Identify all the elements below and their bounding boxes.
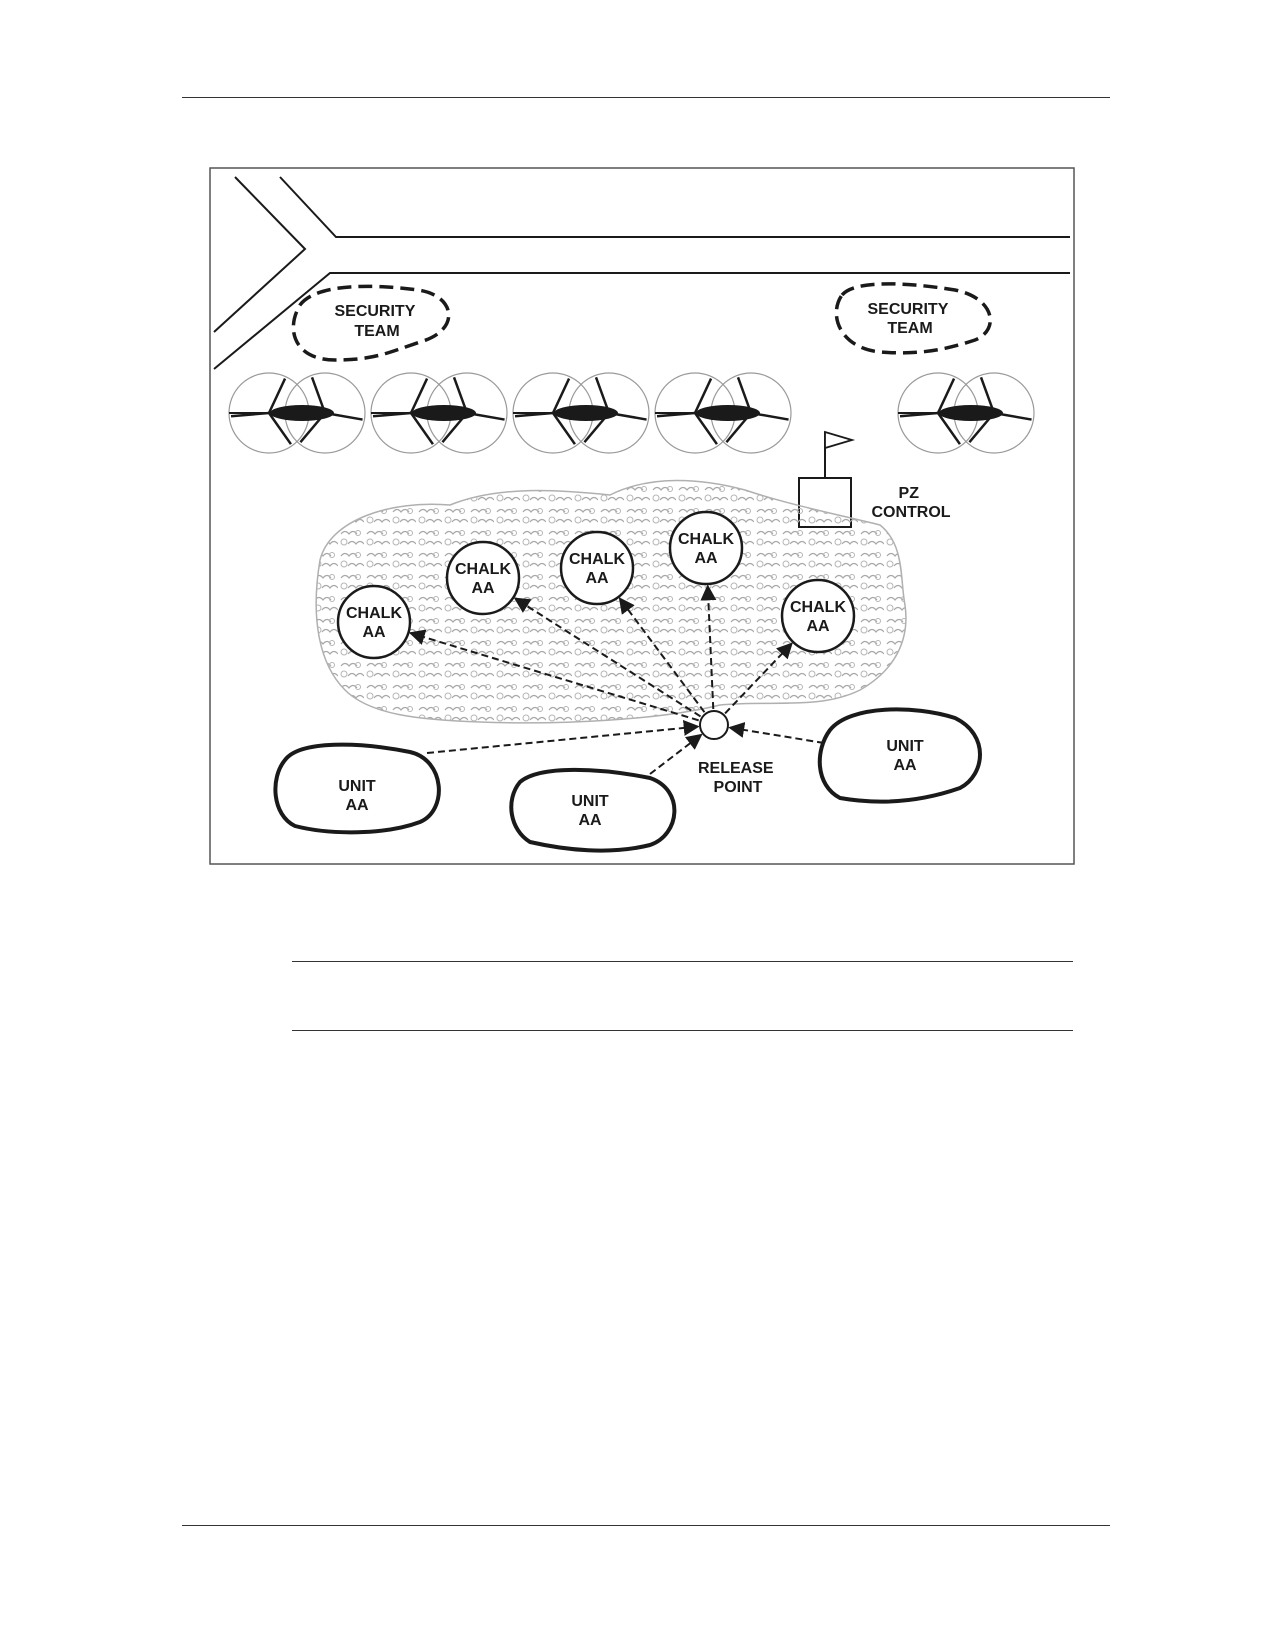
unit-outline — [509, 767, 677, 853]
header-rule — [182, 97, 1110, 98]
unit-outline — [817, 707, 982, 804]
release-to-chalk-arrow — [700, 584, 717, 710]
helicopters — [228, 372, 1035, 454]
fuselage — [554, 405, 618, 421]
movement-arrows — [408, 584, 825, 775]
unit-outline — [273, 742, 441, 835]
chalk-circle — [559, 530, 635, 606]
release-point-icon — [699, 710, 729, 740]
release-to-chalk-arrow — [513, 597, 702, 718]
tandem-rotor-helicopter-icon — [654, 372, 792, 454]
chalk-circle — [780, 578, 856, 654]
tandem-rotor-helicopter-icon — [370, 372, 508, 454]
pz-control-label: PZ CONTROL — [871, 485, 950, 521]
unit-to-release-arrow — [426, 719, 700, 754]
chalk-circle — [336, 584, 412, 660]
release-to-chalk-arrow — [408, 629, 699, 722]
release-to-chalk-arrow — [618, 597, 706, 713]
fuselage — [939, 405, 1003, 421]
security-team-left-outline — [291, 284, 451, 362]
fuselage — [412, 405, 476, 421]
fuselage — [270, 405, 334, 421]
fuselage — [696, 405, 760, 421]
tandem-rotor-helicopter-icon — [512, 372, 650, 454]
road — [213, 176, 1070, 370]
release-to-chalk-arrow — [724, 642, 793, 715]
chalk-circle — [445, 540, 521, 616]
chalk-circle — [668, 510, 744, 586]
unit-to-release-arrow — [728, 722, 825, 744]
footer-rule — [182, 1525, 1110, 1526]
caption-rule-bottom — [292, 1030, 1073, 1031]
tandem-rotor-helicopter-icon — [897, 372, 1035, 454]
security-team-right-label: SECURITY TEAM — [867, 301, 952, 337]
security-team-left-label: SECURITY TEAM — [334, 303, 419, 340]
security-team-right-outline — [834, 282, 992, 355]
release-point-label: RELEASE POINT — [698, 760, 778, 796]
tandem-rotor-helicopter-icon — [228, 372, 366, 454]
flag-icon — [824, 430, 856, 478]
caption-rule-top — [292, 961, 1073, 962]
